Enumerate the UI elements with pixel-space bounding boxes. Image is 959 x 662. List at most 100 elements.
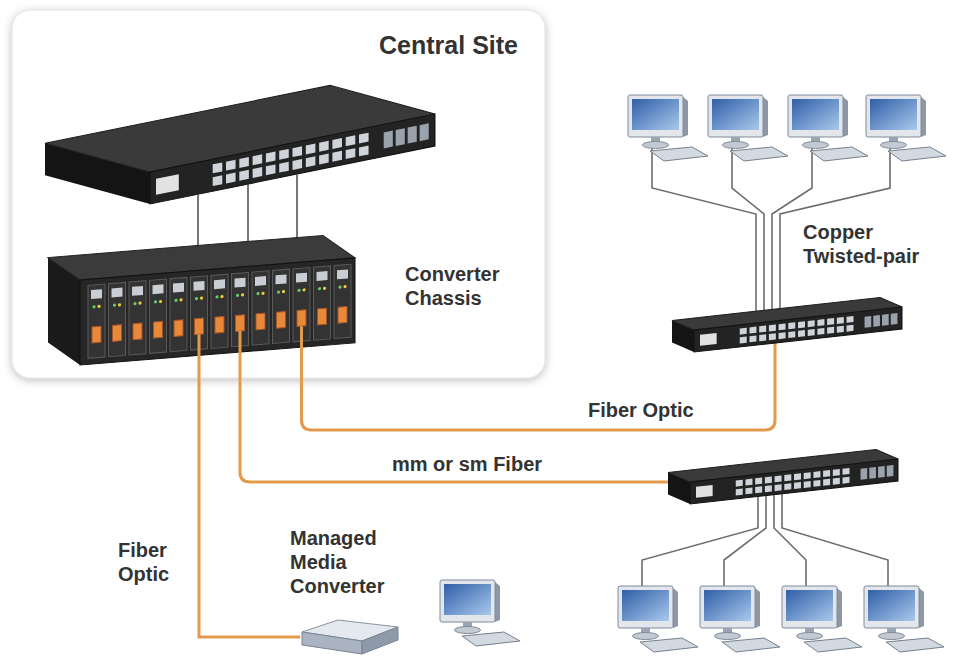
chassis-front — [80, 258, 355, 365]
switch-port — [847, 316, 854, 323]
switch-port — [740, 328, 747, 335]
switch-port — [813, 480, 820, 487]
monitor-bezel — [782, 586, 837, 628]
fiber-port — [133, 323, 142, 340]
rj45-port — [194, 281, 205, 291]
computer — [864, 586, 944, 652]
converter-chassis: Converter Chassis — [45, 228, 357, 368]
sfp-port — [865, 316, 872, 328]
monitor-bezel — [628, 95, 683, 137]
keyboard — [650, 147, 708, 161]
status-led — [236, 294, 239, 297]
monitor-base — [715, 633, 741, 640]
network-switch — [672, 295, 902, 354]
switch-port — [755, 478, 762, 485]
copper-cable — [782, 490, 888, 600]
converter-card — [170, 277, 187, 351]
switch-port — [346, 148, 356, 159]
sfp-port — [408, 126, 417, 144]
fiber-connector — [199, 368, 300, 637]
converter-card — [273, 269, 290, 343]
monitor-bezel — [864, 586, 919, 628]
monitor-base — [879, 633, 905, 640]
monitor-screen — [792, 99, 839, 130]
copper-cable — [724, 490, 766, 600]
switch-port — [253, 167, 263, 178]
keyboard — [722, 638, 780, 652]
switch-port — [759, 334, 766, 341]
status-led — [343, 285, 346, 288]
switch-port — [736, 488, 743, 495]
site-region: Converter Chassis Central Site — [12, 10, 545, 378]
status-led — [118, 303, 121, 306]
status-led — [302, 288, 305, 291]
fiber-optic-cable — [198, 334, 201, 369]
monitor-side — [843, 97, 848, 137]
switch-port — [775, 484, 782, 491]
monitor-bezel — [440, 580, 495, 622]
status-led — [200, 296, 203, 299]
status-led — [241, 293, 244, 296]
converter-card — [129, 281, 146, 355]
switch-port — [332, 138, 342, 149]
monitor-side — [683, 97, 688, 137]
switch-port — [319, 141, 329, 152]
switch-port — [769, 324, 776, 331]
monitor-screen — [704, 590, 751, 621]
switch-port — [833, 469, 840, 476]
switch-port — [765, 476, 772, 483]
monitor-screen — [622, 590, 669, 621]
keyboard — [462, 632, 520, 646]
monitor-side — [673, 588, 678, 628]
status-led — [159, 300, 162, 303]
sfp-port — [396, 128, 405, 146]
network-switch — [45, 64, 435, 225]
fiber-port — [174, 320, 183, 337]
switch-logo — [156, 174, 179, 195]
sfp-port — [384, 131, 393, 149]
sfp-port — [869, 467, 876, 479]
copper-cable — [732, 140, 764, 316]
switch-port — [759, 326, 766, 333]
switch-port — [359, 145, 369, 156]
computer — [788, 95, 868, 161]
status-led — [297, 289, 300, 292]
status-led — [261, 292, 264, 295]
monitor-side — [921, 97, 926, 137]
monitor-screen — [712, 99, 759, 130]
switch-port — [266, 152, 276, 163]
switch-port — [808, 329, 815, 336]
switch-port — [745, 479, 752, 486]
site-title: Central Site — [379, 30, 518, 60]
switch-port — [765, 485, 772, 492]
rj45-port — [153, 284, 164, 294]
fiber-port — [113, 325, 122, 342]
monitor-side — [837, 588, 842, 628]
converter-card — [334, 264, 351, 338]
converter-card — [252, 271, 269, 345]
monitor-base — [633, 633, 659, 640]
monitor-screen — [444, 584, 491, 615]
fiber-port — [297, 310, 306, 327]
monitor-base — [643, 142, 669, 149]
switch-port — [749, 335, 756, 342]
status-led — [195, 297, 198, 300]
switch-port — [239, 157, 249, 168]
switch-port — [843, 477, 850, 484]
media-converter-device — [302, 620, 398, 654]
switch-port — [226, 173, 236, 184]
fiber-port — [277, 311, 286, 328]
switch-port — [359, 133, 369, 144]
status-led — [97, 305, 100, 308]
switch-port — [833, 478, 840, 485]
switch-port — [319, 154, 329, 165]
switch-port — [813, 471, 820, 478]
switch-port — [823, 470, 830, 477]
switch-port — [775, 475, 782, 482]
keyboard — [888, 147, 946, 161]
switch-logo — [696, 485, 713, 498]
switch-front — [690, 459, 898, 504]
